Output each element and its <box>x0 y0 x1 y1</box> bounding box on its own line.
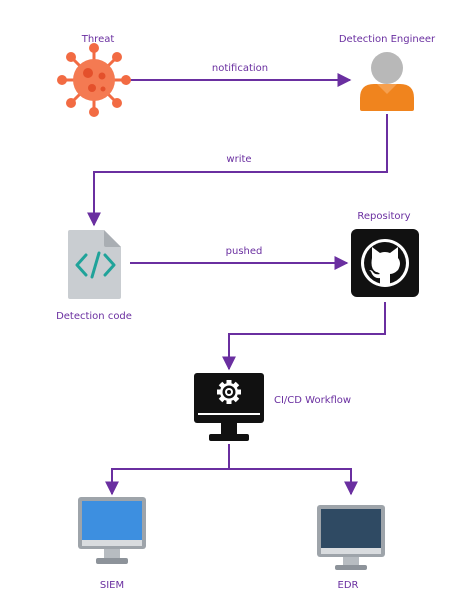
monitor-icon <box>78 497 146 564</box>
github-icon <box>351 229 419 297</box>
node-label-detection-code: Detection code <box>56 311 132 322</box>
arrow-cicd-to-siem <box>105 444 230 496</box>
arrow-cicd-to-edr <box>229 468 358 496</box>
edge-label-pushed: pushed <box>225 246 263 257</box>
connectors <box>87 73 388 496</box>
node-label-repository: Repository <box>357 211 411 222</box>
node-label-detection-engineer: Detection Engineer <box>338 34 436 45</box>
node-label-cicd-workflow: CI/CD Workflow <box>274 395 352 406</box>
node-label-threat: Threat <box>81 34 115 45</box>
node-label-edr: EDR <box>337 580 359 591</box>
arrow-repo-to-cicd <box>222 302 386 371</box>
user-avatar-icon <box>360 52 414 111</box>
code-file-icon <box>68 230 121 299</box>
gear-monitor-icon <box>194 373 264 441</box>
edge-label-notification: notification <box>211 63 269 74</box>
node-label-siem: SIEM <box>99 580 125 591</box>
edge-label-write: write <box>226 154 252 165</box>
virus-icon <box>57 43 131 117</box>
monitor-icon <box>317 505 385 570</box>
arrow-engineer-to-code <box>87 114 388 227</box>
